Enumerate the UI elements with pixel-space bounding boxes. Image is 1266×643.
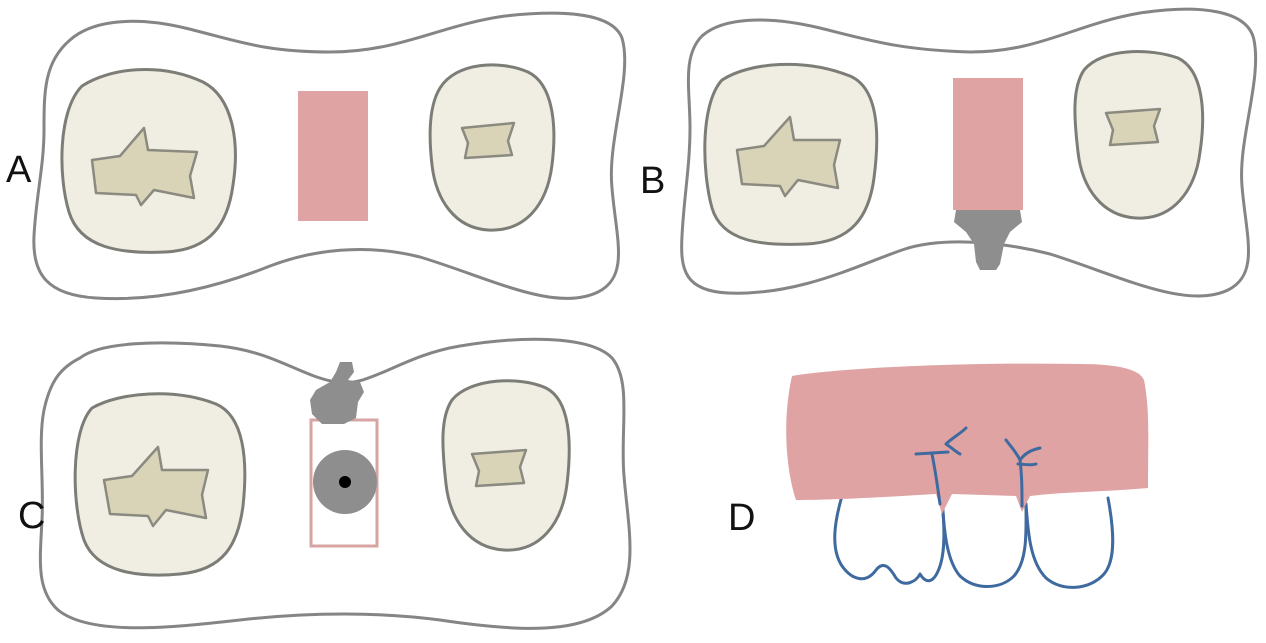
panel-b-label: B [640, 160, 665, 202]
panel-d: D [728, 364, 1148, 588]
panel-a-label: A [6, 149, 32, 191]
panel-a: A [6, 13, 625, 298]
panel-d-root-right [1026, 498, 1113, 587]
panel-d-root-middle [942, 500, 1026, 587]
panel-a-right-fossa [462, 123, 514, 158]
panel-b-right-fossa [1106, 109, 1160, 145]
panel-d-label: D [728, 497, 755, 539]
panel-d-root-left [835, 496, 944, 583]
panel-b-pink-block [953, 78, 1023, 210]
panel-d-gingiva-block [786, 364, 1148, 514]
panel-c-label: C [18, 495, 45, 537]
panel-a-pink-block [298, 91, 368, 221]
panel-c-center-dot [339, 476, 351, 488]
panel-c: C [18, 339, 630, 628]
panel-c-right-fossa [472, 450, 526, 486]
panel-c-gray-instrument [310, 362, 364, 424]
panel-b: B [640, 9, 1256, 296]
